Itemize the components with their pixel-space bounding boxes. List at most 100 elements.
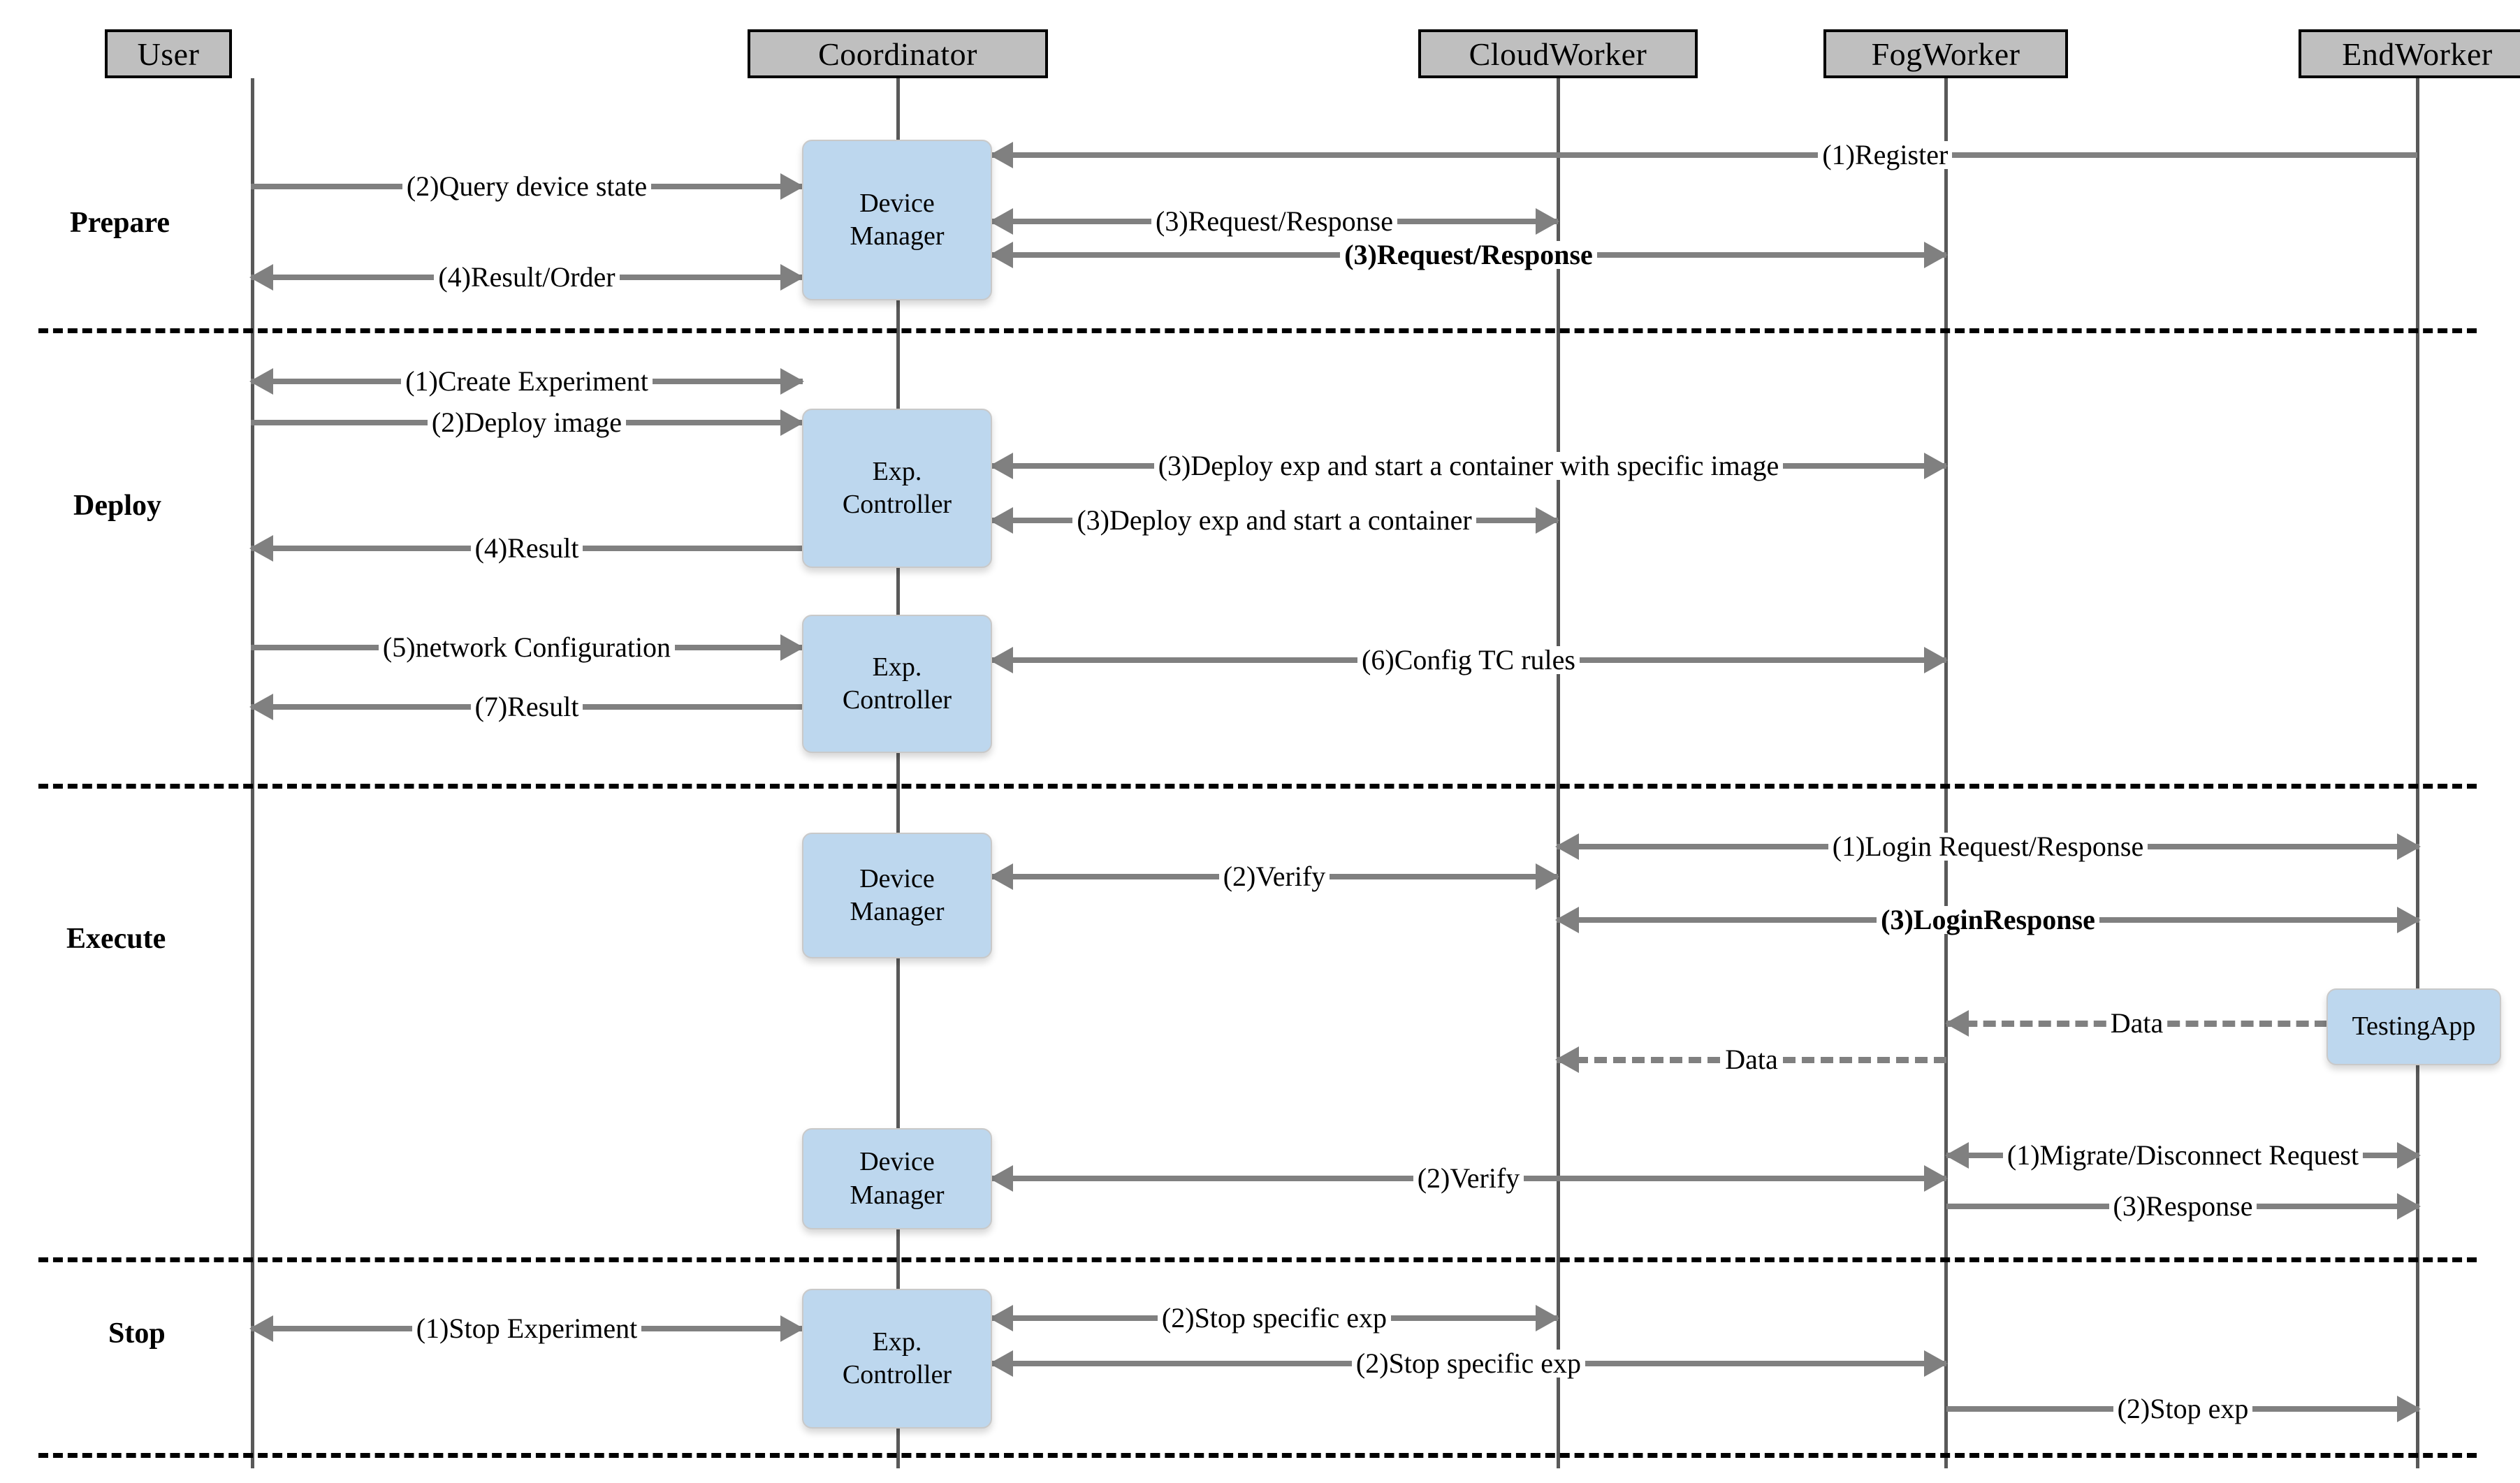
message-stop-specific-exp-cloud[interactable]: (2)Stop specific exp bbox=[989, 1304, 1559, 1332]
message-label: (7)Result bbox=[470, 693, 583, 721]
message-deploy-exp-container[interactable]: (3)Deploy exp and start a container bbox=[989, 506, 1559, 534]
message-label: (3)Request/Response bbox=[1151, 207, 1397, 235]
arrowhead-right-icon bbox=[1536, 863, 1559, 890]
message-network-result[interactable]: (7)Result bbox=[249, 693, 803, 721]
message-label: (1)Stop Experiment bbox=[411, 1315, 642, 1343]
component-line-2: Controller bbox=[842, 685, 952, 715]
message-label: (2)Stop exp bbox=[2113, 1395, 2253, 1423]
arrowhead-right-icon bbox=[1924, 1350, 1948, 1377]
message-label: (3)Request/Response bbox=[1340, 241, 1597, 269]
arrowhead-right-icon bbox=[780, 634, 804, 661]
message-label: (4)Result bbox=[470, 534, 583, 562]
arrowhead-left-icon bbox=[249, 1315, 273, 1342]
component-exp-controller-deploy-2[interactable]: Exp. Controller bbox=[802, 615, 992, 753]
arrowhead-left-icon bbox=[1945, 1142, 1969, 1169]
message-register[interactable]: (1)Register bbox=[989, 141, 2417, 169]
message-config-tc-rules[interactable]: (6)Config TC rules bbox=[989, 646, 1948, 674]
arrowhead-left-icon bbox=[989, 1350, 1013, 1377]
message-create-experiment[interactable]: (1)Create Experiment bbox=[249, 367, 804, 395]
arrowhead-left-icon bbox=[249, 694, 273, 720]
arrowhead-left-icon bbox=[989, 863, 1013, 890]
actor-box-user[interactable]: User bbox=[105, 29, 232, 78]
actor-box-cloudworker[interactable]: CloudWorker bbox=[1418, 29, 1698, 78]
arrowhead-left-icon bbox=[989, 242, 1013, 268]
message-request-response-cloud[interactable]: (3)Request/Response bbox=[989, 207, 1559, 235]
arrowhead-left-icon bbox=[249, 264, 273, 291]
arrowhead-left-icon bbox=[1555, 907, 1579, 933]
actor-label-fogworker: FogWorker bbox=[1871, 36, 2020, 72]
component-exp-controller-deploy-1[interactable]: Exp. Controller bbox=[802, 409, 992, 568]
component-device-manager-prepare[interactable]: Device Manager bbox=[802, 140, 992, 300]
message-label: Data bbox=[1721, 1046, 1782, 1074]
message-label: (3)Deploy exp and start a container bbox=[1072, 506, 1476, 534]
message-label: (1)Register bbox=[1818, 141, 1953, 169]
message-label: (4)Result/Order bbox=[434, 263, 620, 291]
message-line bbox=[991, 152, 2417, 158]
actor-box-endworker[interactable]: EndWorker bbox=[2299, 29, 2520, 78]
message-stop-experiment[interactable]: (1)Stop Experiment bbox=[249, 1315, 804, 1343]
arrowhead-left-icon bbox=[989, 142, 1013, 168]
message-label: (3)Response bbox=[2109, 1192, 2257, 1220]
message-network-configuration[interactable]: (5)network Configuration bbox=[251, 634, 804, 662]
message-label: (6)Config TC rules bbox=[1357, 646, 1580, 674]
phase-label-stop: Stop bbox=[108, 1317, 166, 1350]
component-line-2: Controller bbox=[842, 490, 952, 519]
arrowhead-left-icon bbox=[989, 453, 1013, 479]
message-response[interactable]: (3)Response bbox=[1946, 1192, 2421, 1220]
message-query-device-state[interactable]: (2)Query device state bbox=[251, 173, 804, 200]
phase-label-deploy: Deploy bbox=[73, 490, 161, 522]
arrowhead-left-icon bbox=[249, 535, 273, 562]
message-login-response[interactable]: (3)LoginResponse bbox=[1555, 906, 2421, 934]
actor-box-fogworker[interactable]: FogWorker bbox=[1823, 29, 2068, 78]
message-deploy-image[interactable]: (2)Deploy image bbox=[251, 409, 804, 437]
component-line-2: Manager bbox=[850, 1180, 945, 1210]
message-label: (1)Login Request/Response bbox=[1828, 833, 2148, 861]
component-testing-app[interactable]: TestingApp bbox=[2326, 988, 2501, 1065]
arrowhead-right-icon bbox=[1924, 647, 1948, 673]
arrowhead-right-icon bbox=[1924, 242, 1948, 268]
arrowhead-right-icon bbox=[2397, 907, 2421, 933]
component-exp-controller-stop[interactable]: Exp. Controller bbox=[802, 1289, 992, 1429]
arrowhead-left-icon bbox=[989, 647, 1013, 673]
component-line-2: Manager bbox=[850, 897, 945, 926]
message-deploy-exp-specific-image[interactable]: (3)Deploy exp and start a container with… bbox=[989, 452, 1948, 480]
message-label: (2)Verify bbox=[1413, 1164, 1524, 1192]
message-label: Data bbox=[2106, 1009, 2168, 1037]
message-result-order[interactable]: (4)Result/Order bbox=[249, 263, 804, 291]
arrowhead-right-icon bbox=[1924, 1165, 1948, 1192]
phase-separator-stop-end bbox=[38, 1453, 2477, 1458]
message-data-fog-to-cloud[interactable]: Data bbox=[1555, 1046, 1946, 1074]
lifeline-user bbox=[251, 78, 254, 1468]
message-stop-exp[interactable]: (2)Stop exp bbox=[1946, 1395, 2421, 1423]
component-device-manager-execute-1[interactable]: Device Manager bbox=[802, 833, 992, 958]
lifeline-endworker bbox=[2416, 78, 2419, 1468]
lifeline-fogworker bbox=[1944, 78, 1948, 1468]
component-line-1: Exp. bbox=[872, 652, 922, 682]
message-login-request-response[interactable]: (1)Login Request/Response bbox=[1555, 833, 2421, 861]
arrowhead-right-icon bbox=[2397, 1396, 2421, 1422]
actor-label-user: User bbox=[137, 36, 200, 72]
actor-box-coordinator[interactable]: Coordinator bbox=[748, 29, 1048, 78]
message-verify-fog[interactable]: (2)Verify bbox=[989, 1164, 1948, 1192]
message-label: (2)Stop specific exp bbox=[1351, 1350, 1586, 1378]
component-line-1: Device bbox=[859, 1147, 935, 1176]
message-deploy-result[interactable]: (4)Result bbox=[249, 534, 803, 562]
component-device-manager-execute-2[interactable]: Device Manager bbox=[802, 1128, 992, 1229]
message-migrate-disconnect-request[interactable]: (1)Migrate/Disconnect Request bbox=[1945, 1141, 2421, 1169]
message-label: (3)LoginResponse bbox=[1877, 906, 2099, 934]
message-verify-cloud[interactable]: (2)Verify bbox=[989, 863, 1559, 891]
phase-separator-prepare-deploy bbox=[38, 328, 2477, 333]
lifeline-coordinator bbox=[896, 78, 900, 1468]
arrowhead-right-icon bbox=[2397, 1193, 2421, 1220]
message-request-response-fog[interactable]: (3)Request/Response bbox=[989, 241, 1948, 269]
message-label: (5)network Configuration bbox=[378, 634, 676, 662]
arrowhead-left-icon bbox=[989, 1165, 1013, 1192]
component-line-1: TestingApp bbox=[2352, 1011, 2476, 1042]
message-label: (1)Migrate/Disconnect Request bbox=[2002, 1141, 2364, 1169]
message-label: (3)Deploy exp and start a container with… bbox=[1153, 452, 1784, 480]
component-line-2: Controller bbox=[842, 1360, 952, 1389]
message-data-end-to-fog[interactable]: Data bbox=[1945, 1009, 2327, 1037]
arrowhead-left-icon bbox=[1945, 1010, 1969, 1037]
message-stop-specific-exp-fog[interactable]: (2)Stop specific exp bbox=[989, 1350, 1948, 1378]
